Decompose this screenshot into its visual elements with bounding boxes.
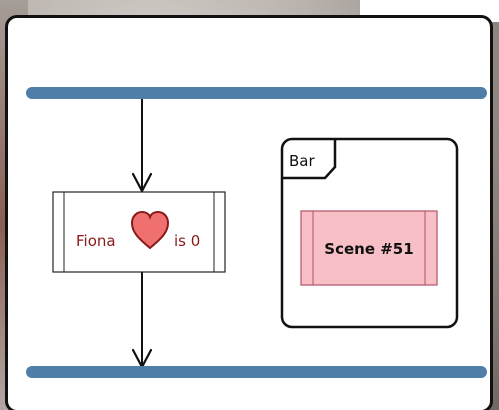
activity-condition-label: is 0 [174, 232, 200, 250]
activity-box[interactable]: Fiona is 0 [52, 191, 226, 273]
scene-label: Scene #51 [324, 240, 413, 258]
frame-label: Bar [289, 152, 315, 170]
scene-box[interactable]: Scene #51 [300, 210, 438, 286]
heart-icon [130, 210, 170, 250]
arrowhead-down-icon [131, 172, 153, 193]
activity-name-label: Fiona [76, 232, 116, 250]
